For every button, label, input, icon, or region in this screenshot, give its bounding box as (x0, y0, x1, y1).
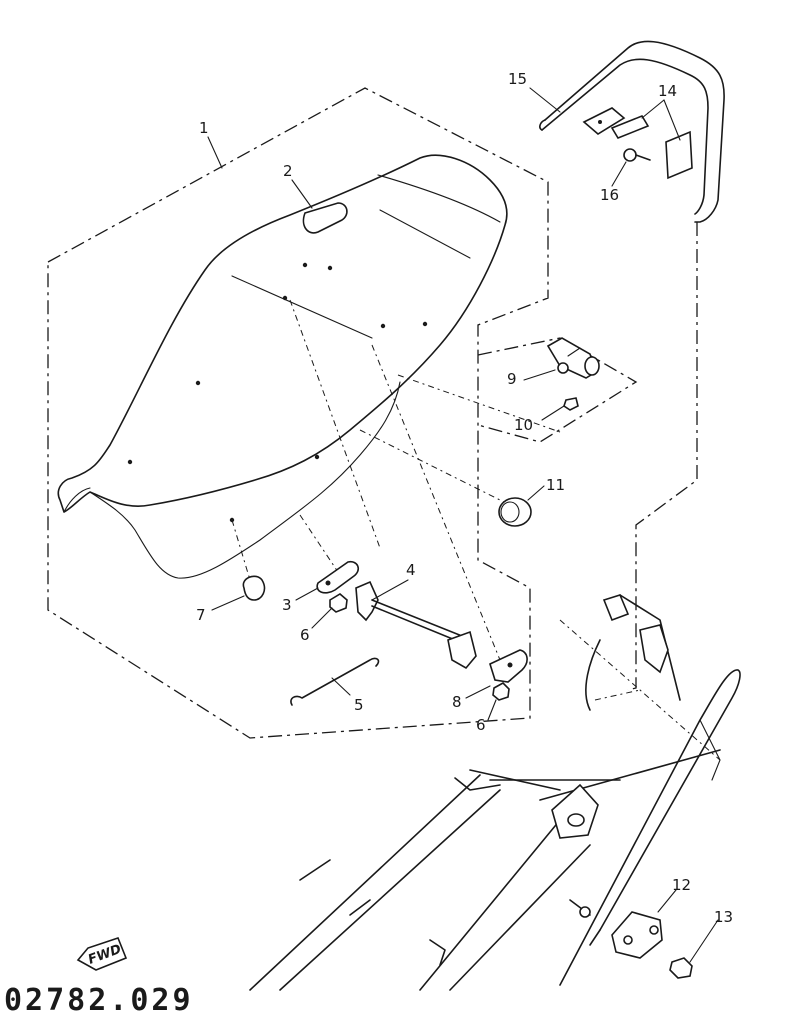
callout-15: 15 (508, 70, 527, 88)
seat-assembly-boundary (47, 87, 549, 739)
part-6-nut-upper (329, 593, 348, 613)
callout-3: 3 (282, 596, 292, 614)
forward-arrow: FWD (76, 937, 128, 971)
part-2-tab (302, 202, 348, 234)
callout-8: 8 (452, 693, 462, 711)
callout-16: 16 (600, 186, 619, 204)
part-14-plates (582, 107, 693, 180)
callout-13: 13 (714, 908, 733, 926)
part-4-lock-rod (355, 580, 477, 670)
part-3-bracket (316, 560, 360, 594)
frame-connection-boundary (627, 222, 698, 691)
part-11-grommet (498, 497, 532, 527)
assembly-reference-lines (231, 299, 721, 761)
callout-11: 11 (546, 476, 565, 494)
diagram-code: 02782.029 (4, 983, 194, 1018)
part-16-bolt (623, 148, 651, 162)
callout-5: 5 (354, 696, 364, 714)
part-9-10-subassembly (546, 337, 600, 411)
callout-12: 12 (672, 876, 691, 894)
seat (57, 154, 508, 579)
callout-4: 4 (406, 561, 416, 579)
callout-14: 14 (658, 82, 677, 100)
callout-2: 2 (283, 162, 293, 180)
subassembly-boundary-9-10 (477, 337, 638, 443)
part-15-grab-rail (539, 40, 725, 223)
part-13-nut (669, 957, 693, 979)
callout-6-upper: 6 (300, 626, 310, 644)
frame (249, 594, 741, 991)
callout-7: 7 (196, 606, 206, 624)
callout-6-lower: 6 (476, 716, 486, 734)
part-5-spring-wire (290, 657, 380, 706)
callout-9: 9 (507, 370, 517, 388)
callout-10: 10 (514, 416, 533, 434)
part-7-damper (242, 575, 266, 601)
leader-lines (207, 87, 719, 963)
part-6-nut-lower (492, 682, 510, 701)
callout-1: 1 (199, 119, 209, 137)
part-12-clamp (611, 911, 663, 959)
callout-labels: 1 2 3 4 5 6 6 7 8 9 10 11 12 13 14 15 16 (196, 70, 733, 926)
